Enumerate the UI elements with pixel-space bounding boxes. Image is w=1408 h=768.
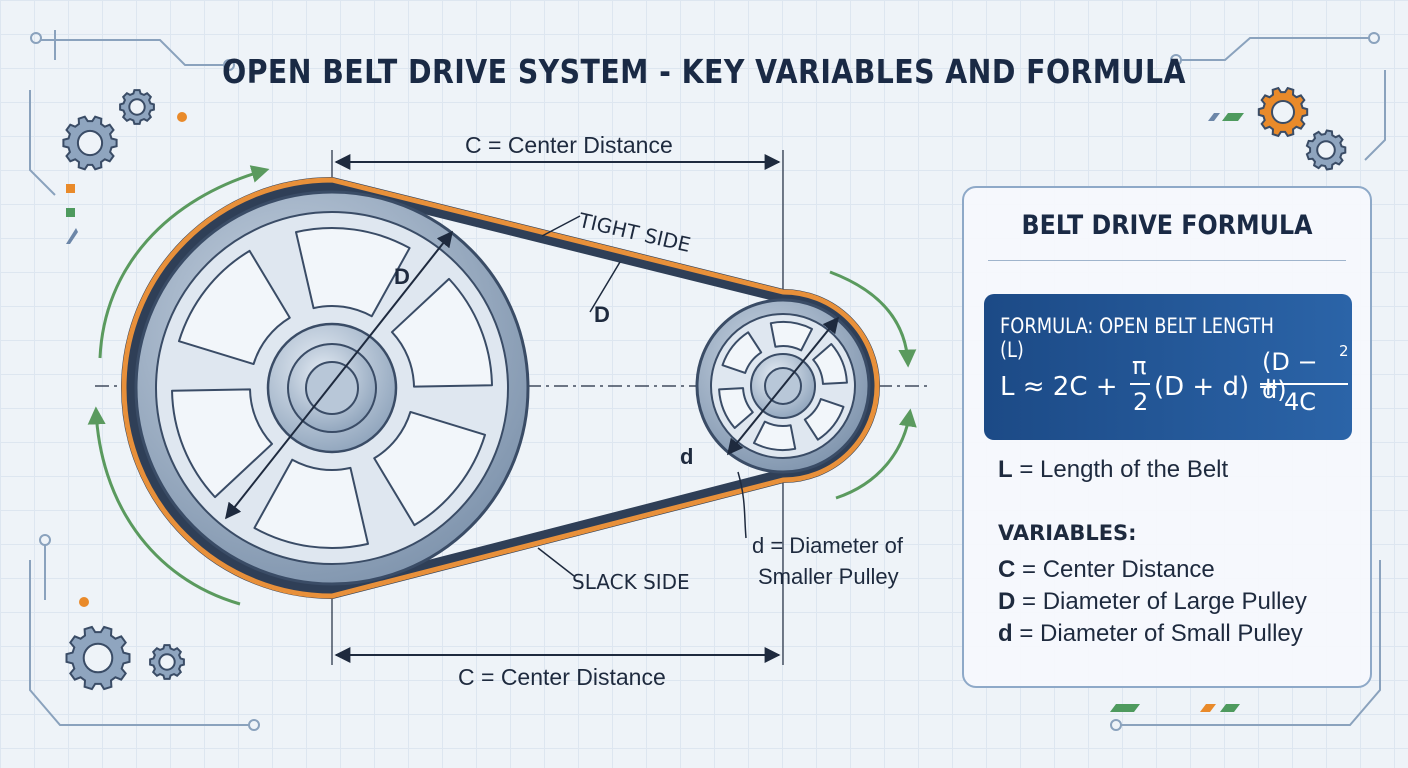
- center-distance-label-bottom: C = Center Distance: [458, 664, 666, 690]
- formula-caption: FORMULA: OPEN BELT LENGTH (L): [1000, 314, 1274, 362]
- small-diameter-arrow: [726, 316, 840, 456]
- belt: [121, 177, 880, 599]
- accent-dot: [79, 597, 89, 607]
- slack-side-label: SLACK SIDE: [572, 570, 690, 594]
- accent-dot: [177, 112, 187, 122]
- circuit-decoration-top-left: [29, 30, 235, 196]
- rotation-arrows: [87, 165, 917, 606]
- accent-square-orange: [66, 184, 75, 193]
- formula-panel: BELT DRIVE FORMULA FORMULA: OPEN BELT LE…: [962, 186, 1372, 688]
- belt-length-definition: L = Length of the Belt: [998, 456, 1228, 484]
- variable-symbol: d: [998, 620, 1013, 647]
- formula-two: 2: [1133, 388, 1149, 416]
- small-diameter-label: d: [680, 444, 694, 469]
- belt-length-symbol: L: [998, 456, 1013, 483]
- small-pulley-note-line2: Smaller Pulley: [758, 564, 899, 589]
- formula-pi-fraction-bar: [1130, 383, 1150, 385]
- large-diameter-arrow: [225, 230, 453, 520]
- belt-length-formula: L ≈ 2C + π 2 (D + d) + (D − d) 2 4C: [1000, 342, 1349, 432]
- variable-item: C = Center Distance: [998, 556, 1215, 584]
- variable-description: = Diameter of Small Pulley: [1012, 620, 1303, 647]
- gear-decorations: [62, 86, 1347, 691]
- accent-dashes-top-right: [1208, 113, 1244, 121]
- formula-box: FORMULA: OPEN BELT LENGTH (L) L ≈ 2C + π…: [984, 294, 1352, 440]
- formula-pi: π: [1132, 352, 1147, 380]
- gear-hole: [1271, 100, 1295, 124]
- variable-item: d = Diameter of Small Pulley: [998, 620, 1303, 648]
- variable-symbol: C: [998, 556, 1016, 583]
- belt-diameter-label: D: [594, 302, 610, 327]
- formula-lhs: L ≈ 2C +: [1000, 372, 1118, 402]
- gear-hole: [82, 642, 114, 674]
- slack-side-leader: [537, 547, 575, 577]
- belt-length-description: = Length of the Belt: [1012, 456, 1229, 483]
- formula-exponent: 2: [1339, 342, 1349, 360]
- variable-symbol: D: [998, 588, 1016, 615]
- small-pulley-leader: [737, 471, 747, 539]
- formula-denominator: 4C: [1284, 388, 1317, 416]
- variables-heading: VARIABLES:: [998, 521, 1137, 545]
- accent-slash: [66, 228, 78, 244]
- accent-dashes-bottom-right: [1110, 704, 1240, 712]
- formula-fraction-bar: [1260, 383, 1348, 385]
- tight-side-leader: [541, 215, 581, 237]
- large-pulley: [134, 190, 530, 586]
- panel-divider: [988, 260, 1346, 261]
- accent-square-green: [66, 208, 75, 217]
- circuit-decoration-bottom-left: [29, 534, 260, 731]
- formula-sum: (D + d) +: [1154, 372, 1280, 402]
- large-diameter-label: D: [394, 264, 410, 289]
- circuit-decoration-top-right: [1170, 32, 1386, 161]
- gear-hole: [128, 98, 146, 116]
- variable-description: = Center Distance: [1015, 556, 1215, 583]
- gear-hole: [158, 653, 176, 671]
- center-distance-label-top: C = Center Distance: [465, 132, 673, 158]
- small-pulley-note-line1: d = Diameter of: [752, 533, 904, 558]
- belt-d-leader: [589, 261, 621, 313]
- panel-title: BELT DRIVE FORMULA: [1021, 210, 1313, 241]
- circuit-decoration-bottom-right: [1110, 560, 1381, 731]
- page-title: OPEN BELT DRIVE SYSTEM - KEY VARIABLES A…: [222, 52, 1186, 91]
- variable-description: = Diameter of Large Pulley: [1015, 588, 1307, 615]
- gear-hole: [76, 129, 104, 157]
- formula-numerator: (D − d): [1262, 348, 1318, 404]
- variable-item: D = Diameter of Large Pulley: [998, 588, 1307, 616]
- gear-hole: [1316, 140, 1336, 160]
